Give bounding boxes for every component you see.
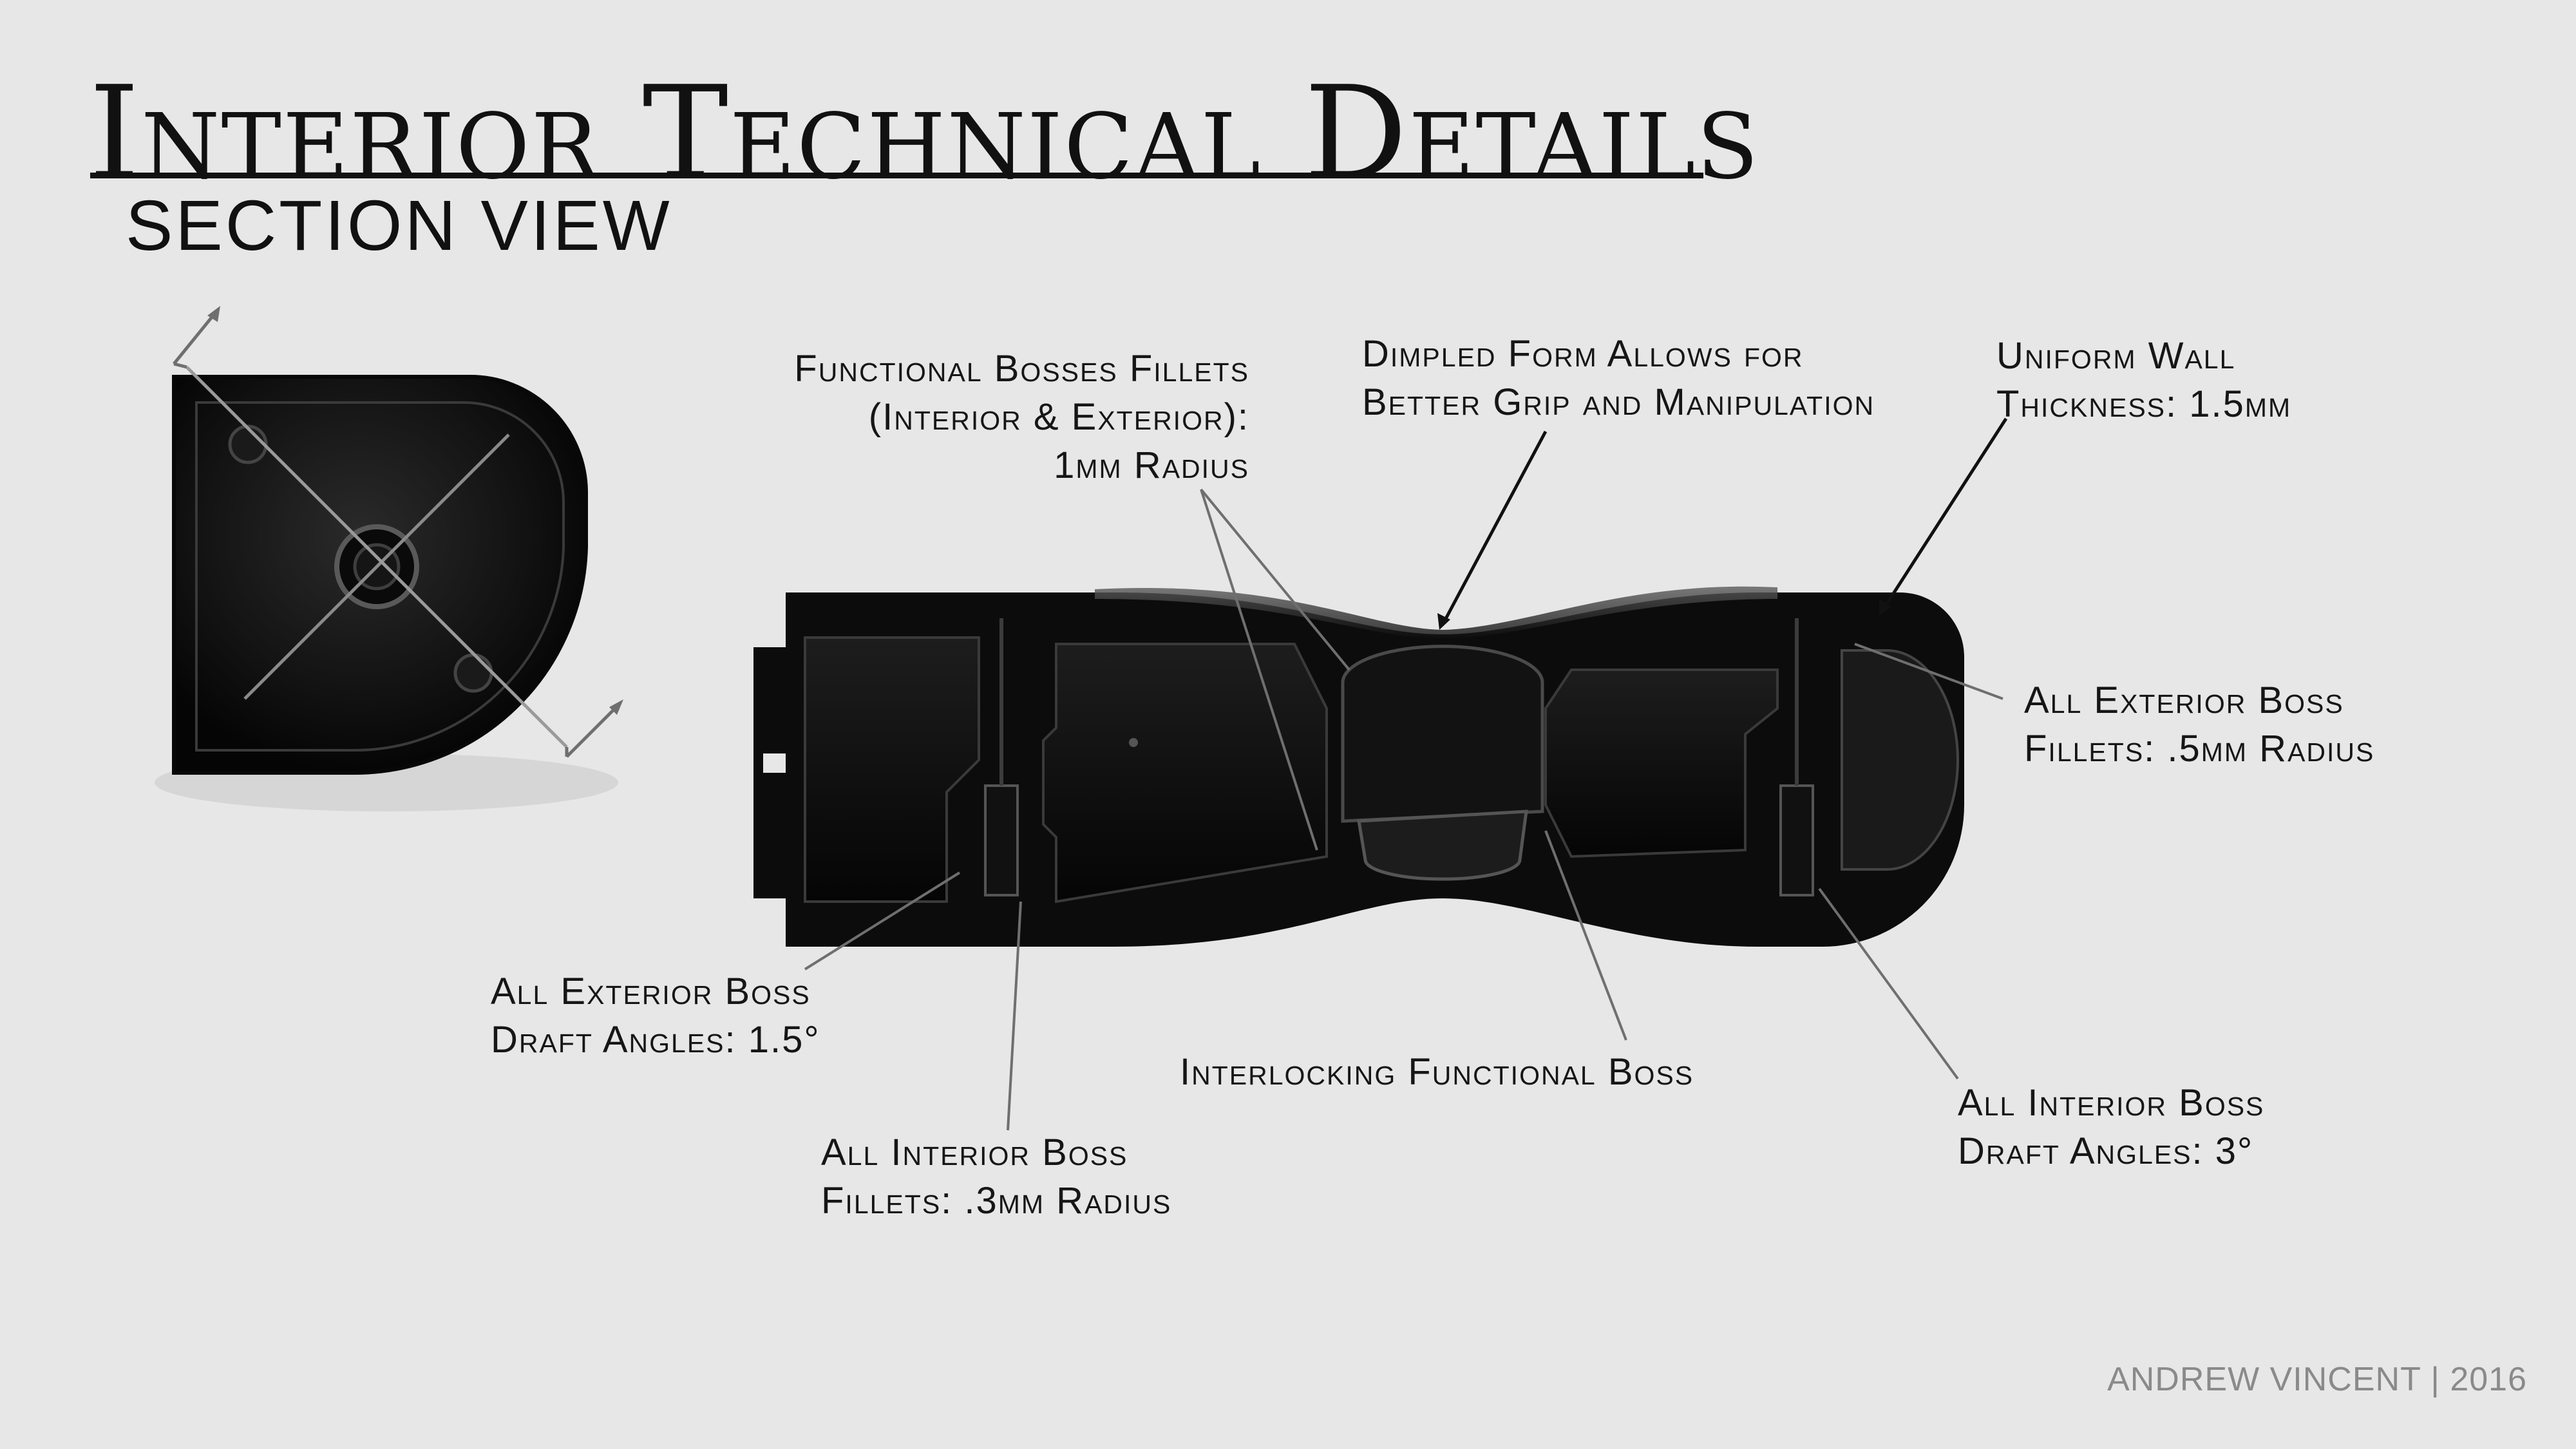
title-underline [90, 173, 1703, 178]
callout-exterior-draft: All Exterior Boss Draft Angles: 1.5° [491, 971, 820, 1061]
leader-interlocking [1544, 830, 1627, 1041]
leader-interior-fillets [1007, 901, 1022, 1131]
leader-lines [804, 417, 2008, 1131]
callout-interlocking: Interlocking Functional Boss [1180, 1051, 1694, 1093]
callout-exterior-fillets: All Exterior Boss Fillets: .5mm Radius [2024, 679, 2375, 770]
callout-interior-draft: All Interior Boss Draft Angles: 3° [1958, 1082, 2265, 1172]
leader-exterior-fillets [1854, 643, 2003, 700]
leader-bosses-fillets-a [1200, 488, 1350, 671]
callout-dimpled-form: Dimpled Form Allows for Better Grip and … [1362, 333, 1875, 423]
top-view-part [155, 306, 623, 811]
callout-uniform-wall: Uniform Wall Thickness: 1.5mm [1996, 335, 2292, 425]
page-subtitle: SECTION VIEW [126, 186, 672, 265]
callout-bosses-fillets: Functional Bosses Fillets (Interior & Ex… [794, 348, 1249, 486]
leader-bosses-fillets-b [1200, 489, 1318, 851]
leader-exterior-draft [804, 871, 961, 971]
leader-interior-draft [1818, 887, 1959, 1080]
author-credit: ANDREW VINCENT | 2016 [2107, 1361, 2527, 1398]
leader-dimpled-form [1441, 430, 1548, 626]
leader-uniform-wall [1882, 417, 2008, 610]
callout-interior-fillets: All Interior Boss Fillets: .3mm Radius [821, 1132, 1172, 1222]
section-view-part [753, 586, 1964, 947]
